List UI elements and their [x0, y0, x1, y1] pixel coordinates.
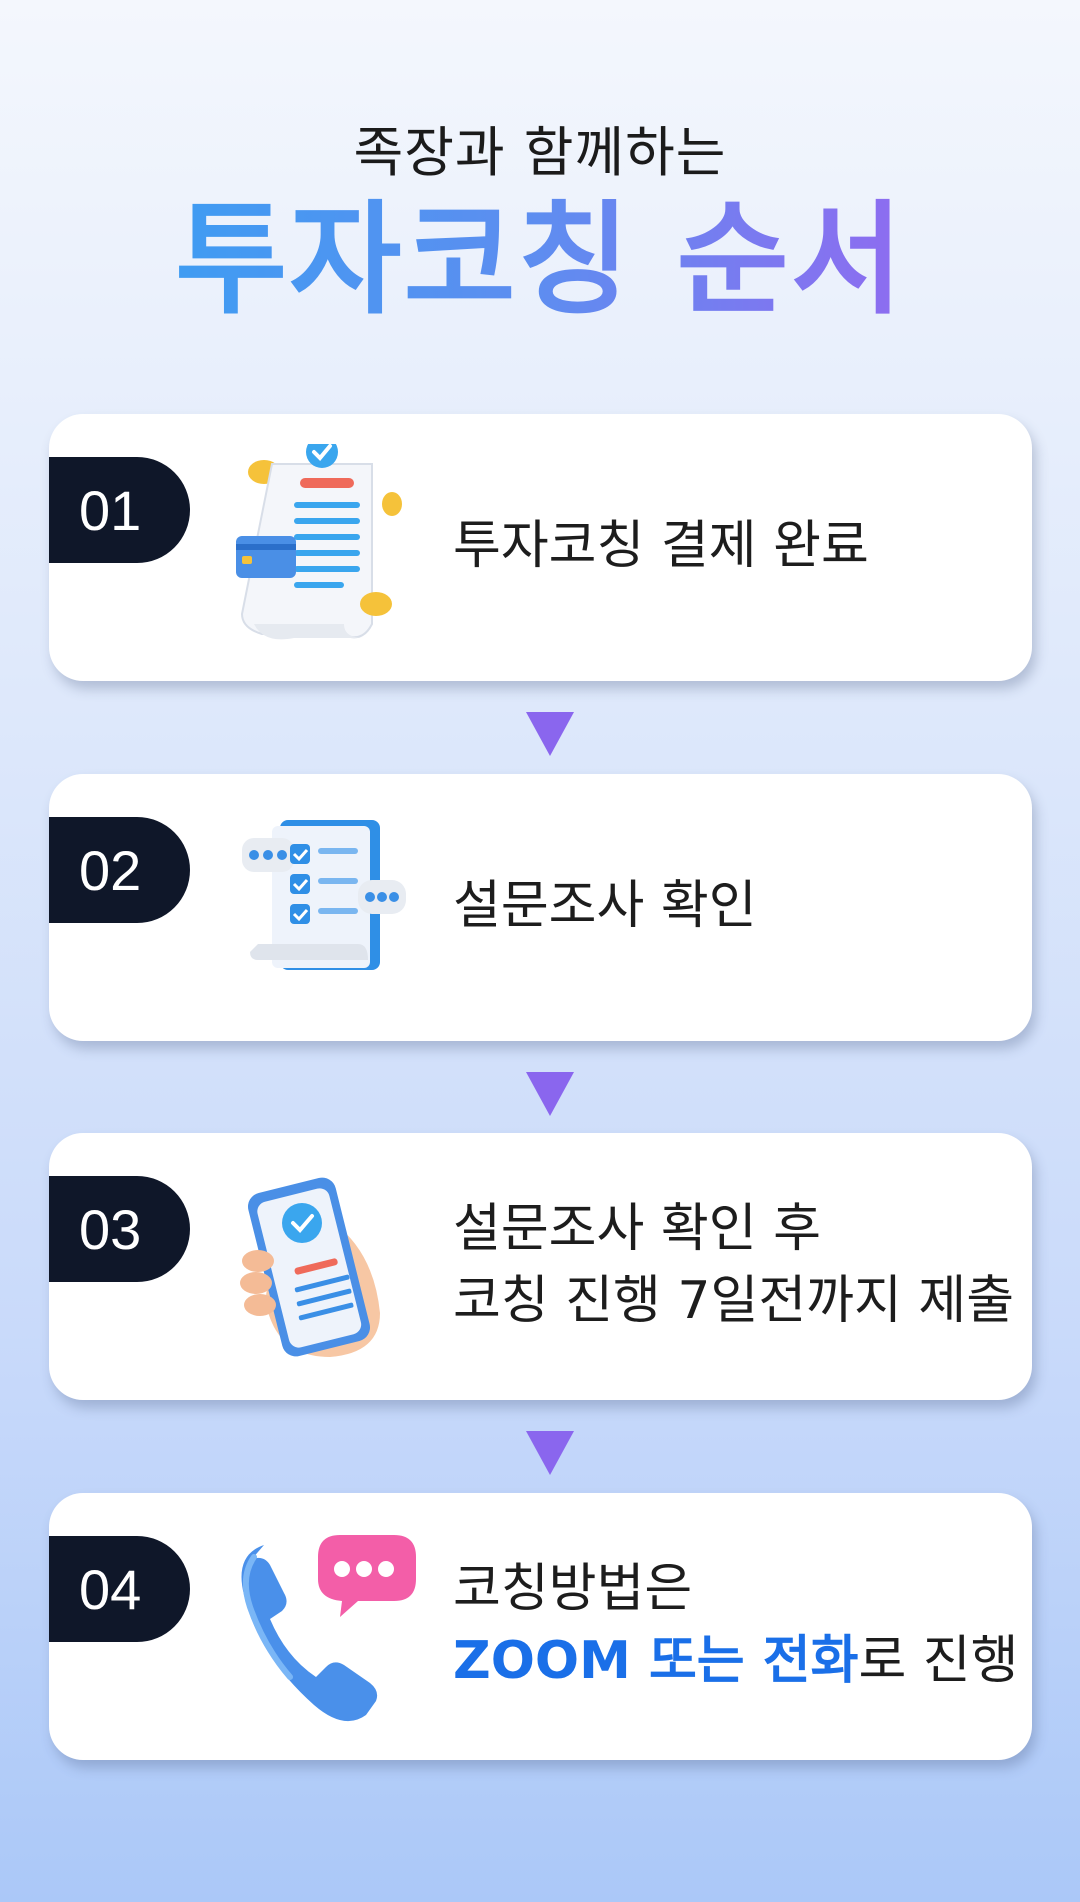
page-title: 투자코칭 순서: [175, 189, 905, 331]
step-text-line1: 설문조사 확인 후: [453, 1199, 821, 1259]
page-subtitle: 족장과 함께하는: [353, 121, 727, 184]
step-card-4: 04 코칭방법은 ZOOM 또는 전화로 진행: [49, 1493, 1032, 1760]
survey-checklist-icon: [224, 804, 424, 1014]
step-text: 설문조사 확인: [453, 876, 757, 936]
down-arrow-icon: [526, 1072, 574, 1116]
down-arrow-icon: [526, 712, 574, 756]
phone-in-hand-icon: [224, 1163, 424, 1373]
step-text: 투자코칭 결제 완료: [453, 516, 869, 576]
telephone-chat-icon: [224, 1523, 424, 1733]
down-arrow-icon: [526, 1431, 574, 1475]
highlight-text: ZOOM 또는 전화: [453, 1631, 859, 1691]
step-text-line2: 코칭 진행 7일전까지 제출: [453, 1271, 1015, 1331]
step-text-line1: 코칭방법은: [453, 1559, 693, 1619]
receipt-payment-icon: [224, 436, 424, 654]
step-card-3: 03 설문조사 확인 후 코칭 진행 7일전까지 제출: [49, 1133, 1032, 1400]
step-number-badge: 02: [49, 817, 190, 923]
step-text-line2: ZOOM 또는 전화로 진행: [453, 1625, 1019, 1697]
step-text-rest: 로 진행: [858, 1631, 1019, 1691]
step-card-1: 01 투자코칭 결제 완료: [49, 414, 1032, 681]
step-number-badge: 01: [49, 457, 190, 563]
step-card-2: 02 설문조사 확인: [49, 774, 1032, 1041]
step-number-badge: 03: [49, 1176, 190, 1282]
step-number-badge: 04: [49, 1536, 190, 1642]
